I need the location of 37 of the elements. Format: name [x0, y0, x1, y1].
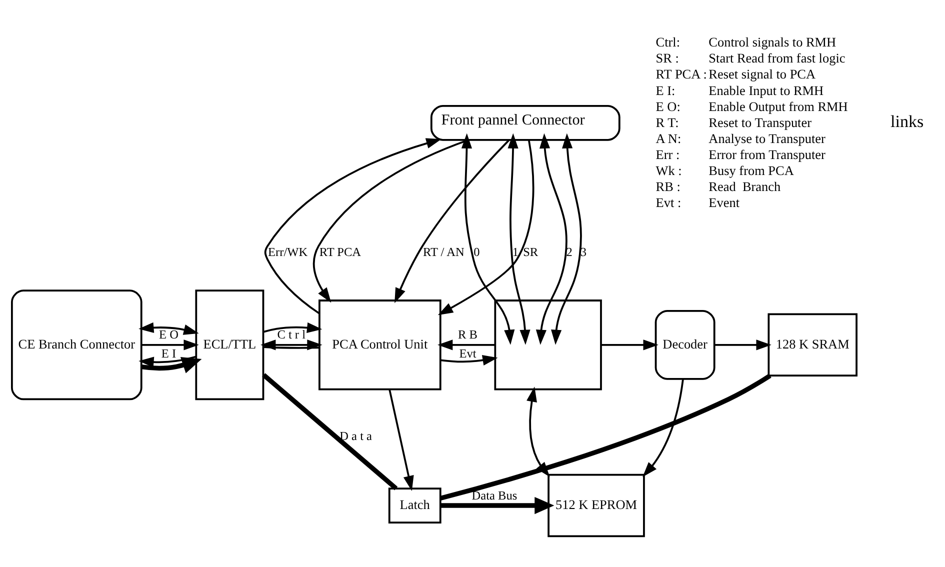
label: Enable Output from RMH — [708, 98, 848, 114]
label: E I: — [656, 82, 676, 98]
edge-label: E I — [161, 346, 176, 361]
label: links — [890, 112, 924, 132]
label: Reset signal to PCA — [708, 66, 816, 82]
label: Err : — [656, 146, 680, 162]
label: Wk : — [656, 163, 682, 178]
label: Busy from PCA — [708, 163, 794, 178]
edge-label: Evt — [459, 346, 476, 361]
edge-label: Data Bus — [472, 488, 518, 502]
edge-label: 0 — [474, 245, 480, 260]
label: Error from Transputer — [708, 146, 826, 162]
label: Enable Input to RMH — [708, 82, 824, 98]
edge-label: Err/WK — [268, 245, 308, 260]
edge-label: 3 — [580, 245, 587, 260]
label: A N: — [656, 130, 682, 146]
label: Reset to Transputer — [708, 114, 812, 130]
edge-label: E O — [159, 328, 178, 342]
label: Ctrl: — [656, 34, 680, 50]
label: R T: — [656, 114, 679, 130]
label: Read Branch — [708, 179, 781, 194]
edge-label: R B — [458, 328, 478, 342]
edge-label: RT PCA — [319, 245, 362, 260]
label: RB : — [656, 179, 680, 194]
label: Analyse to Transputer — [708, 130, 826, 146]
edge-label: 2 — [566, 245, 572, 260]
label: Start Read from fast logic — [708, 50, 846, 66]
label: RT PCA : — [656, 66, 707, 82]
edge-label: RT / AN — [423, 245, 464, 260]
label: Event — [708, 195, 740, 210]
edge-label: SR — [523, 245, 538, 260]
edge-label: C t r l — [277, 328, 306, 342]
label: E O: — [656, 98, 680, 114]
edge-label: 1 — [512, 245, 519, 260]
label: SR : — [656, 50, 679, 66]
label: Evt : — [656, 195, 682, 210]
label: Control signals to RMH — [708, 34, 836, 50]
